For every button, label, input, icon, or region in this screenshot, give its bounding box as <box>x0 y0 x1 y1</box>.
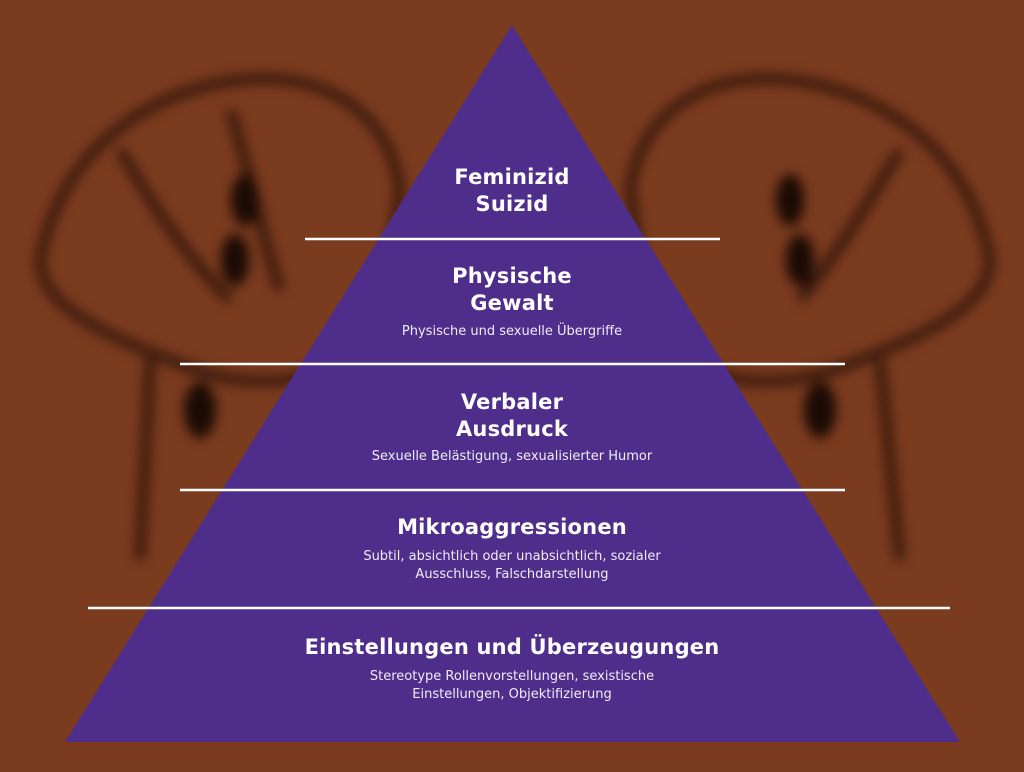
level-subtitle: Sexuelle Belästigung, sexualisierter Hum… <box>371 449 653 464</box>
level-subtitle: Subtil, absichtlich oder unabsichtlich, … <box>363 549 661 564</box>
level-1-femicide: Feminizid Suizid <box>212 164 812 218</box>
level-subtitle: Ausschluss, Falschdarstellung <box>415 567 609 582</box>
level-title: Feminizid <box>454 165 570 189</box>
level-title: Gewalt <box>470 291 554 315</box>
level-4-microaggressions: Mikroaggressionen Subtil, absichtlich od… <box>212 514 812 584</box>
level-2-physical-violence: Physische Gewalt Physische und sexuelle … <box>212 263 812 341</box>
level-3-verbal-expression: Verbaler Ausdruck Sexuelle Belästigung, … <box>212 389 812 466</box>
level-title: Suizid <box>475 192 549 216</box>
level-subtitle: Einstellungen, Objektifizierung <box>412 687 612 702</box>
level-title: Einstellungen und Überzeugungen <box>304 635 720 659</box>
level-title: Mikroaggressionen <box>397 515 627 539</box>
level-subtitle: Physische und sexuelle Übergriffe <box>401 324 623 339</box>
level-5-attitudes-beliefs: Einstellungen und Überzeugungen Stereoty… <box>212 634 812 704</box>
level-title: Physische <box>452 264 572 288</box>
level-title: Ausdruck <box>455 417 569 441</box>
pyramid-shape <box>65 25 960 742</box>
level-title: Verbaler <box>460 390 564 414</box>
level-subtitle: Stereotype Rollenvorstellungen, sexistis… <box>369 669 655 684</box>
